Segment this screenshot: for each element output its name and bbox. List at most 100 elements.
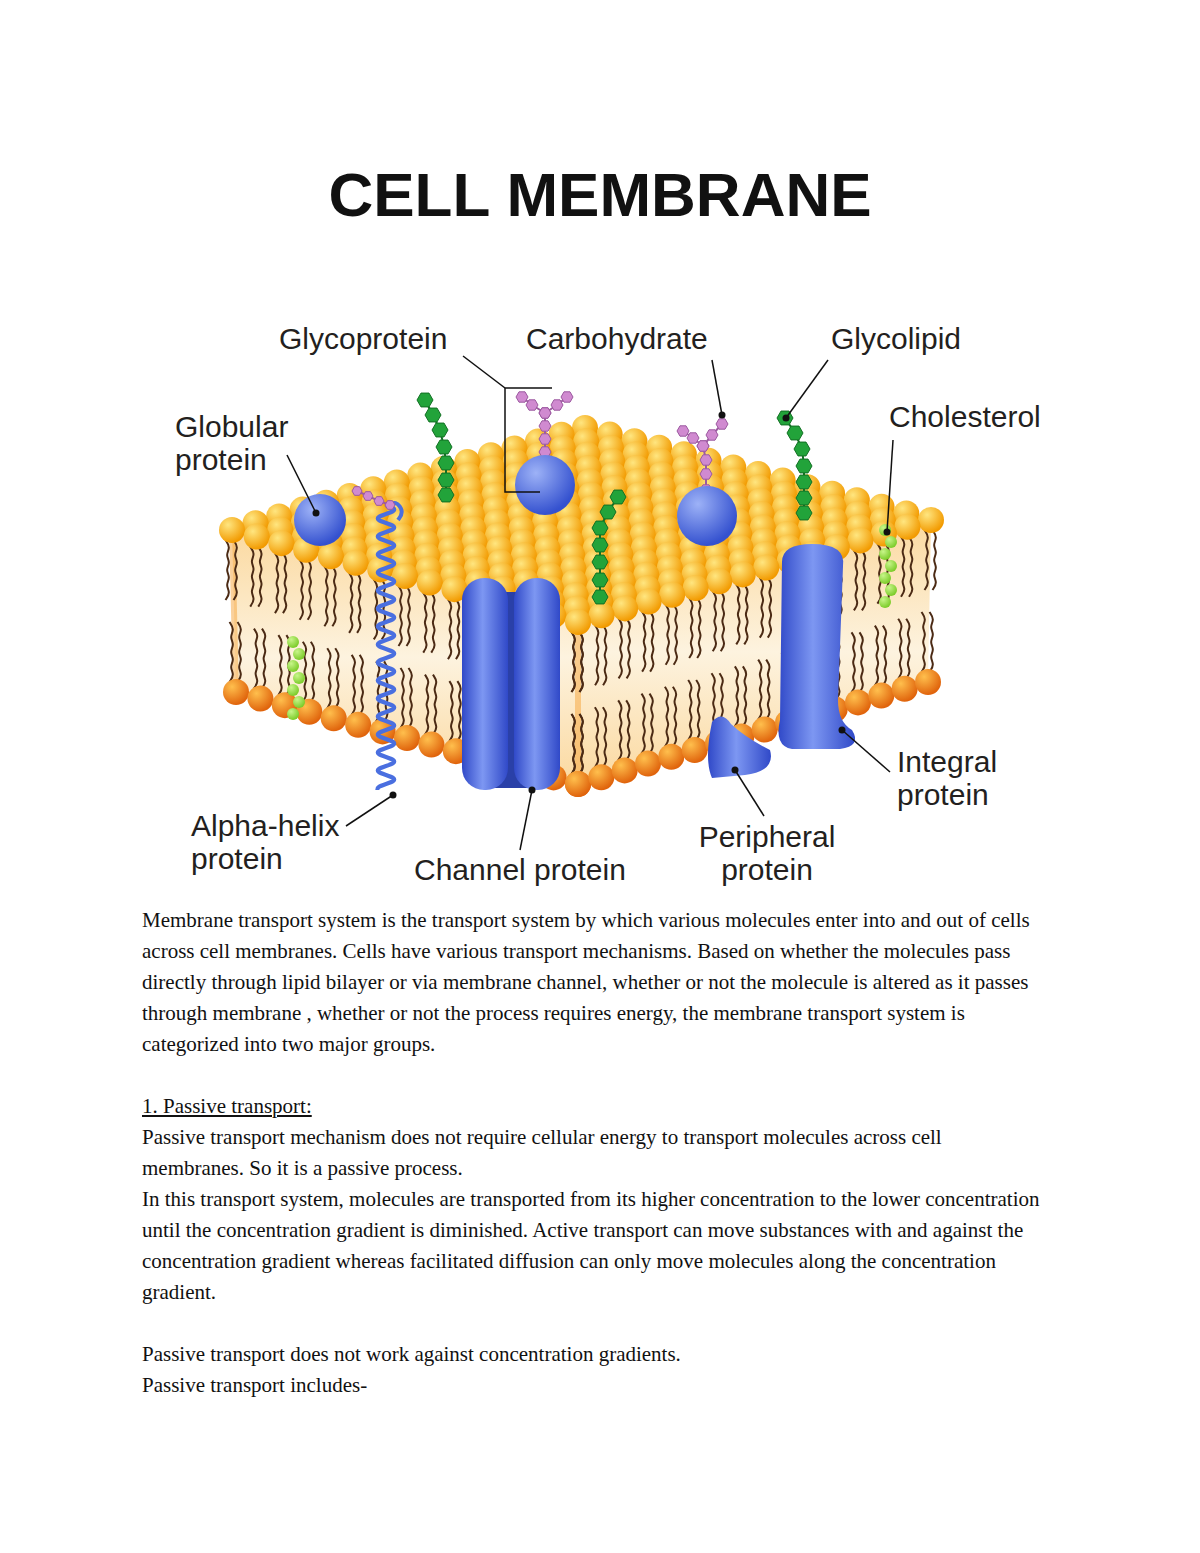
lipid-tail	[735, 666, 738, 726]
lipid-tail	[457, 681, 460, 741]
sugar-unit	[794, 442, 810, 456]
part-label: Cholesterol	[889, 400, 1041, 433]
lipid-tail	[407, 586, 410, 646]
lipid-tail	[238, 622, 241, 682]
sugar-unit	[777, 411, 793, 425]
lipid-tail	[665, 687, 668, 747]
phospholipid-head	[418, 732, 444, 758]
phospholipid-head	[752, 717, 778, 743]
lipid-tail	[713, 591, 716, 651]
lipid-tail	[401, 668, 404, 728]
lipid-tail	[572, 632, 575, 692]
leader-line	[712, 360, 722, 415]
lipid-tail	[862, 550, 865, 610]
lipid-tail	[619, 618, 622, 678]
leader-dot	[529, 787, 536, 794]
phospholipid-head	[658, 744, 684, 770]
cholesterol-unit	[885, 584, 897, 596]
phospholipid-head	[612, 595, 638, 621]
lipid-tail	[930, 612, 933, 672]
cholesterol	[879, 524, 897, 608]
lipid-tail	[448, 599, 451, 659]
leader-line	[287, 455, 316, 513]
sugar-unit	[592, 538, 608, 552]
lipid-tail	[580, 714, 583, 774]
glycolipid-chain	[592, 490, 626, 604]
cholesterol	[287, 636, 305, 720]
lipid-tail	[760, 578, 763, 638]
sugar-unit	[687, 433, 699, 443]
part-label: Channel protein	[414, 853, 626, 886]
lipid-tail	[925, 530, 928, 590]
lipid-tail	[572, 714, 575, 774]
phospholipid-head	[394, 725, 420, 751]
lipid-tail	[572, 632, 575, 692]
lipid-tail	[262, 629, 265, 689]
phospholipid-head	[845, 689, 871, 715]
leader-line	[887, 440, 893, 532]
sugar-unit	[561, 392, 573, 402]
lipid-tail	[572, 714, 575, 774]
lipid-tail	[766, 660, 769, 720]
cholesterol-unit	[879, 524, 891, 536]
lipid-tail	[360, 655, 363, 715]
phospholipid-head	[345, 712, 371, 738]
chain-link	[357, 491, 390, 505]
paragraph: Passive transport does not work against …	[142, 1339, 1047, 1370]
protein-carbohydrate	[697, 419, 728, 451]
sugar-unit	[385, 501, 395, 510]
sugar-unit	[539, 421, 551, 431]
leader-dot	[390, 792, 397, 799]
lipid-tail	[696, 680, 699, 740]
sugar-unit	[592, 555, 608, 569]
phospholipid-head	[847, 527, 873, 553]
lipid-tail	[409, 668, 412, 728]
sugar-unit	[425, 408, 441, 422]
lipid-tail	[642, 612, 645, 672]
lipid-tail	[933, 530, 936, 590]
cholesterol-unit	[879, 596, 891, 608]
sugar-unit	[796, 491, 812, 505]
lipid-tail	[901, 537, 904, 597]
channel-protein-half	[462, 578, 508, 790]
lipid-tail	[425, 675, 428, 735]
leader-line	[786, 360, 828, 418]
leader-line	[346, 795, 393, 826]
lipid-tail	[283, 553, 286, 613]
lipid-tail	[308, 560, 311, 620]
lipid-tail	[275, 553, 278, 613]
lipid-tail	[666, 605, 669, 665]
lipid-tail	[311, 642, 314, 702]
glycoprotein	[515, 455, 575, 515]
sugar-unit	[600, 505, 616, 519]
phospholipid-head	[565, 771, 591, 797]
alpha-helix	[377, 505, 394, 790]
lipid-tail	[250, 547, 253, 607]
lipid-tail	[580, 632, 583, 692]
part-label: Carbohydrate	[526, 322, 708, 355]
leader-line	[842, 730, 890, 772]
lipid-tail	[603, 707, 606, 767]
lipid-tail	[860, 632, 863, 692]
lipid-tail	[674, 605, 677, 665]
cholesterol-unit	[879, 572, 891, 584]
phospholipid-head	[706, 568, 732, 594]
cholesterol-unit	[293, 696, 305, 708]
cholesterol-unit	[879, 548, 891, 560]
leader-dot	[313, 510, 320, 517]
lipid-tail	[603, 625, 606, 685]
lipid-tail	[332, 566, 335, 626]
phospholipid-head	[321, 705, 347, 731]
part-label: Globular protein	[175, 410, 305, 476]
cholesterol-unit	[293, 648, 305, 660]
lipid-tail	[449, 681, 452, 741]
lipid-tail	[650, 612, 653, 672]
sugar-unit	[539, 408, 551, 418]
lipid-tail	[399, 586, 402, 646]
part-label: Glycolipid	[831, 322, 961, 355]
sugar-unit	[539, 434, 551, 444]
phospholipid-head	[244, 524, 270, 550]
sugar-unit	[374, 497, 384, 506]
paragraph: Passive transport mechanism does not req…	[142, 1122, 1047, 1184]
sugar-unit	[436, 440, 452, 454]
